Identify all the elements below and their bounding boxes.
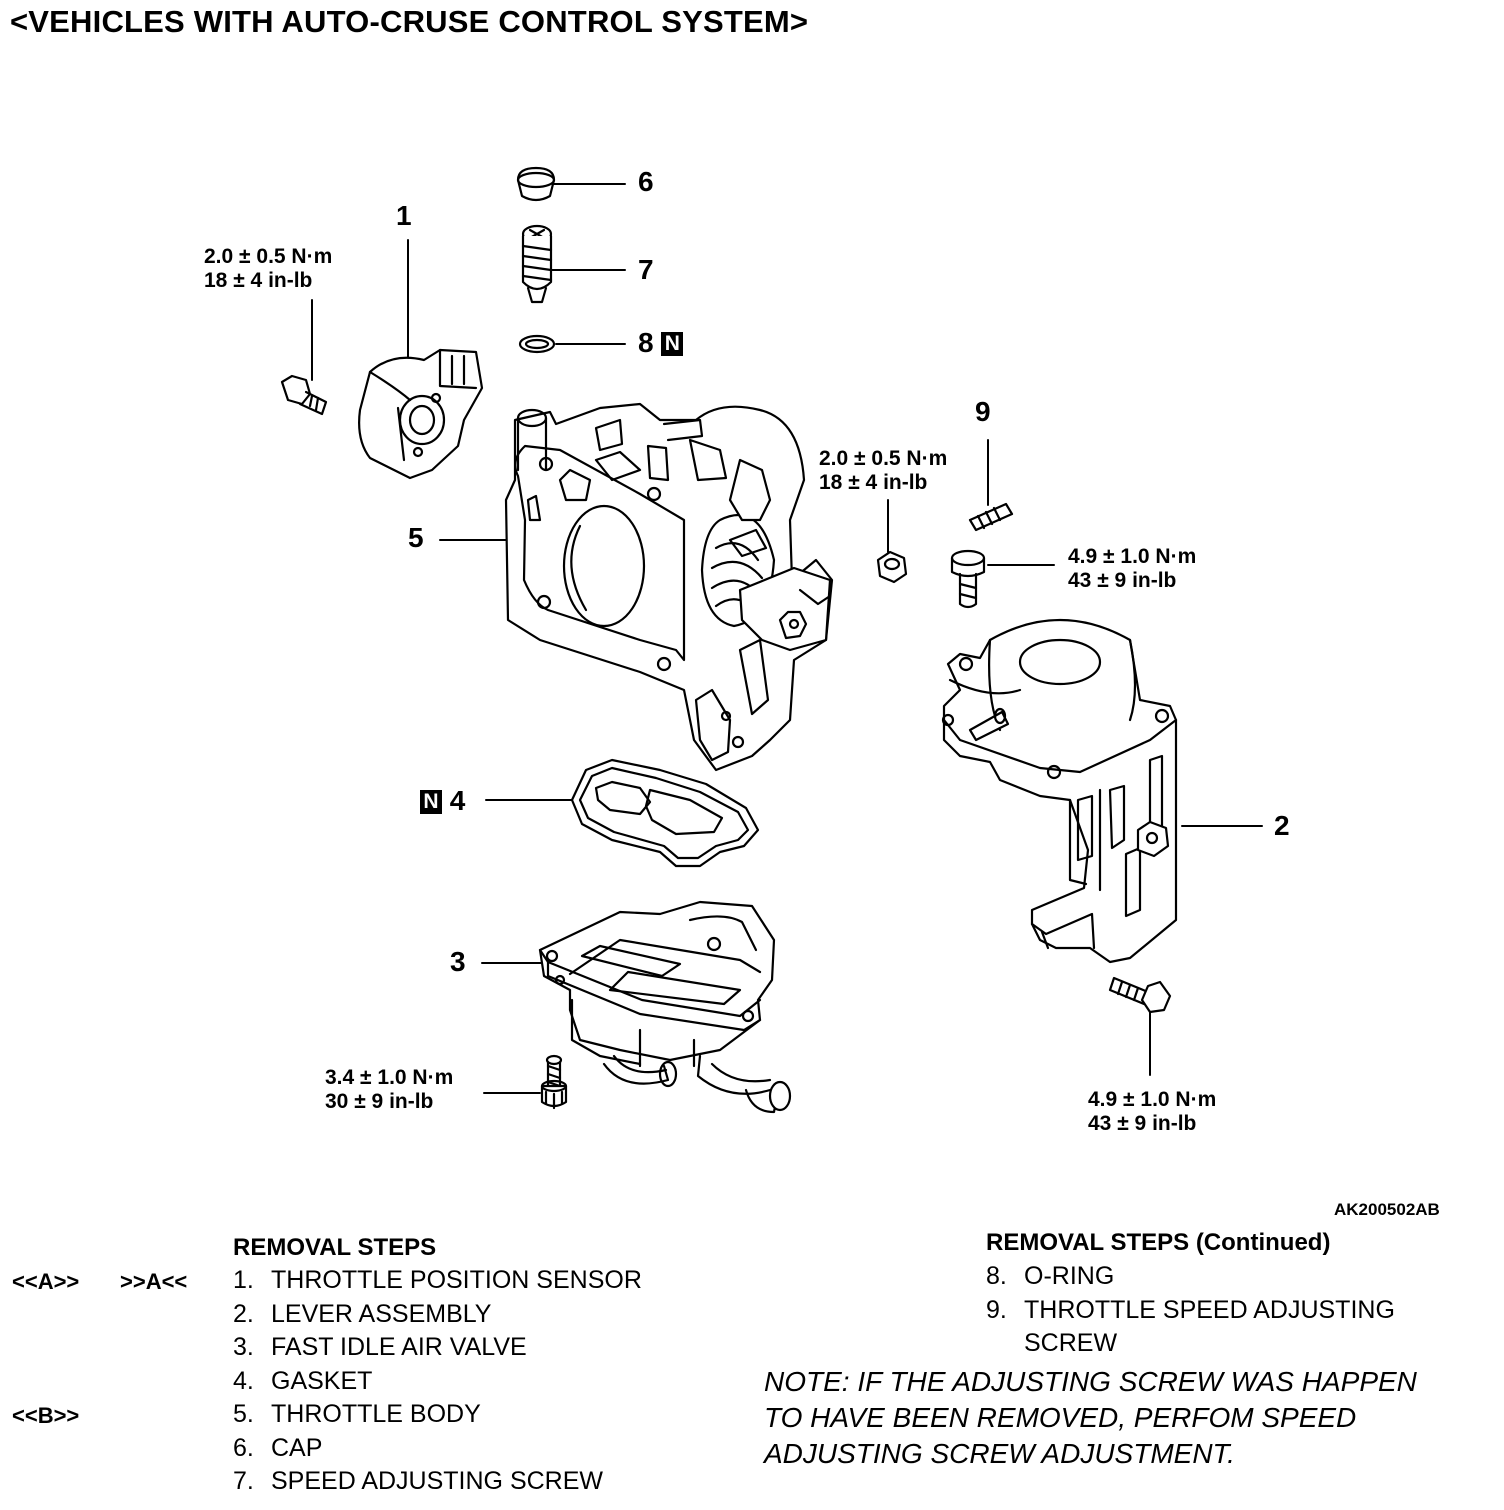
step-label: SPEED ADJUSTING SCREW bbox=[271, 1467, 603, 1495]
step-number: 6. bbox=[233, 1433, 254, 1462]
note-line-1: NOTE: IF THE ADJUSTING SCREW WAS HAPPEN bbox=[764, 1366, 1417, 1397]
step-label: LEVER ASSEMBLY bbox=[271, 1299, 492, 1328]
page-title: <VEHICLES WITH AUTO-CRUSE CONTROL SYSTEM… bbox=[10, 4, 809, 39]
marker-a-right: >>A<< bbox=[120, 1269, 188, 1294]
list-item: 7. SPEED ADJUSTING SCREW bbox=[233, 1465, 642, 1499]
step-number: 3. bbox=[233, 1333, 254, 1361]
callout-3: 3 bbox=[450, 946, 466, 977]
callout-1: 1 bbox=[396, 200, 412, 231]
throttle-body-part bbox=[506, 404, 832, 770]
marker-b-left: <<B>> bbox=[12, 1403, 80, 1428]
reference-code: AK200502AB bbox=[1334, 1200, 1440, 1219]
torque-nut: 2.0 ± 0.5 N·m 18 ± 4 in-lb bbox=[819, 447, 947, 495]
step-number: 7. bbox=[233, 1467, 254, 1495]
tps-bolt-part bbox=[282, 376, 326, 414]
marker-a-left: <<A>> bbox=[12, 1269, 80, 1294]
removal-steps-heading: REMOVAL STEPS bbox=[233, 1234, 437, 1261]
torque-tps-bolt-nm: 2.0 ± 0.5 N·m bbox=[204, 245, 333, 268]
step-label: O-RING bbox=[1024, 1262, 1115, 1290]
cap-part bbox=[518, 168, 554, 200]
list-item: 6. CAP bbox=[233, 1432, 642, 1466]
throttle-speed-adjusting-screw-part bbox=[970, 504, 1012, 530]
step-number: 1. bbox=[233, 1266, 254, 1294]
note-line-2: TO HAVE BEEN REMOVED, PERFOM SPEED bbox=[764, 1402, 1357, 1433]
step-label: FAST IDLE AIR VALVE bbox=[271, 1333, 527, 1361]
note-text: NOTE: IF THE ADJUSTING SCREW WAS HAPPEN … bbox=[764, 1364, 1417, 1472]
callout-9: 9 bbox=[975, 396, 991, 427]
list-item: 9. THROTTLE SPEED ADJUSTING bbox=[986, 1294, 1395, 1328]
removal-steps-list: 1. THROTTLE POSITION SENSOR 2. LEVER ASSEM… bbox=[233, 1264, 642, 1499]
torque-tps-bolt-inlb: 18 ± 4 in-lb bbox=[204, 269, 313, 292]
list-item-continuation: SCREW bbox=[986, 1327, 1395, 1361]
callout-6: 6 bbox=[638, 166, 654, 197]
step-label: CAP bbox=[271, 1433, 323, 1462]
lever-bolt-upper-part bbox=[952, 551, 984, 607]
fast-idle-air-valve-part bbox=[540, 902, 790, 1112]
note-line-3: ADJUSTING SCREW ADJUSTMENT. bbox=[764, 1438, 1235, 1469]
step-number: 4. bbox=[233, 1366, 254, 1395]
o-ring-part bbox=[520, 336, 554, 352]
list-item: 2. LEVER ASSEMBLY bbox=[233, 1298, 642, 1332]
list-item: 1. THROTTLE POSITION SENSOR bbox=[233, 1264, 642, 1298]
step-label: THROTTLE SPEED ADJUSTING bbox=[1024, 1295, 1395, 1324]
torque-lever-bolt-lower: 4.9 ± 1.0 N·m 43 ± 9 in-lb bbox=[1088, 1088, 1216, 1136]
step-label: THROTTLE POSITION SENSOR bbox=[271, 1266, 642, 1294]
new-part-mark-gasket: N bbox=[420, 790, 442, 814]
torque-fiav-screw-nm: 3.4 ± 1.0 N·m bbox=[325, 1066, 454, 1089]
step-label: THROTTLE BODY bbox=[271, 1400, 481, 1428]
step-label-continuation: SCREW bbox=[1024, 1329, 1118, 1357]
torque-lever-bolt-lower-nm: 4.9 ± 1.0 N·m bbox=[1088, 1088, 1217, 1111]
torque-lever-bolt-lower-inlb: 43 ± 9 in-lb bbox=[1088, 1112, 1197, 1135]
step-number: 8. bbox=[986, 1262, 1007, 1290]
step-label: GASKET bbox=[271, 1366, 373, 1395]
torque-nut-inlb: 18 ± 4 in-lb bbox=[819, 471, 928, 494]
torque-lever-bolt-upper: 4.9 ± 1.0 N·m 43 ± 9 in-lb bbox=[1068, 545, 1196, 593]
new-part-mark-o-ring: N bbox=[661, 332, 684, 356]
leader-lines bbox=[312, 184, 1262, 1093]
fiav-screw-part bbox=[542, 1056, 566, 1108]
callout-8-number: 8 bbox=[638, 327, 654, 358]
removal-steps-continued-heading: REMOVAL STEPS (Continued) bbox=[986, 1229, 1331, 1256]
callout-8: 8 N bbox=[638, 327, 684, 359]
list-item: 8. O-RING bbox=[986, 1260, 1395, 1294]
nut-part bbox=[878, 552, 906, 582]
step-number: 2. bbox=[233, 1299, 254, 1328]
callout-7: 7 bbox=[638, 254, 654, 285]
lever-bolt-lower-part bbox=[1110, 978, 1170, 1012]
torque-tps-bolt: 2.0 ± 0.5 N·m 18 ± 4 in-lb bbox=[204, 245, 332, 293]
torque-nut-nm: 2.0 ± 0.5 N·m bbox=[819, 447, 948, 470]
callout-2: 2 bbox=[1274, 810, 1290, 841]
torque-fiav-screw: 3.4 ± 1.0 N·m 30 ± 9 in-lb bbox=[325, 1066, 453, 1114]
gasket-part bbox=[572, 760, 758, 866]
list-item: 3. FAST IDLE AIR VALVE bbox=[233, 1331, 642, 1365]
step-number: 9. bbox=[986, 1295, 1007, 1324]
callout-4: N 4 bbox=[420, 785, 465, 817]
step-number: 5. bbox=[233, 1400, 254, 1428]
callout-5: 5 bbox=[408, 522, 424, 553]
torque-lever-bolt-upper-nm: 4.9 ± 1.0 N·m bbox=[1068, 545, 1197, 568]
list-item: 4. GASKET bbox=[233, 1365, 642, 1399]
lever-assembly-part bbox=[943, 620, 1176, 962]
torque-fiav-screw-inlb: 30 ± 9 in-lb bbox=[325, 1090, 434, 1113]
removal-steps-continued-list: 8. O-RING 9. THROTTLE SPEED ADJUSTING SCRE… bbox=[986, 1260, 1395, 1361]
torque-lever-bolt-upper-inlb: 43 ± 9 in-lb bbox=[1068, 569, 1177, 592]
list-item: 5. THROTTLE BODY bbox=[233, 1398, 642, 1432]
callout-4-number: 4 bbox=[449, 785, 466, 816]
speed-adjusting-screw-part bbox=[523, 226, 551, 302]
throttle-position-sensor-part bbox=[359, 350, 482, 478]
